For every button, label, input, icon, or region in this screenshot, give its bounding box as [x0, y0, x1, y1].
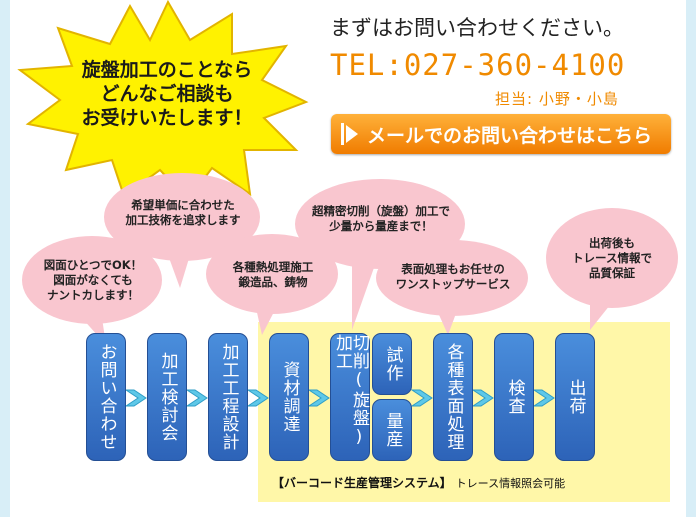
barcode-system-note: トレース情報照会可能: [455, 477, 566, 490]
step-lathe-cutting: 切削(旋盤)加工: [330, 333, 370, 461]
bubble-line: ナントカします！: [47, 288, 139, 302]
bubble-drawings: 図面ひとつでOK！ 図面がなくても ナントカします！: [28, 258, 158, 303]
chevron-right-icon: [532, 389, 555, 407]
bubble-precision-cutting: 超精密切削（旋盤）加工で 少量から量産まで！: [298, 204, 464, 234]
contact-heading: まずはお問い合わせください。: [330, 16, 624, 40]
starburst-line: 旋盤加工のことなら: [81, 59, 253, 81]
phone-number: TEL:027-360-4100: [330, 48, 626, 82]
chevron-right-icon: [307, 389, 330, 407]
bubble-shape: [546, 208, 678, 330]
starburst-line: お受けいたします！: [81, 107, 253, 129]
bubble-surface-treatment: 表面処理もお任せの ワンストップサービス: [378, 262, 528, 292]
mail-inquiry-label: メールでのお問い合わせはこちら: [367, 124, 653, 147]
bubble-line: 表面処理もお任せの: [401, 262, 505, 276]
bubble-line: 図面ひとつでOK！: [43, 258, 143, 272]
step-inspection: 検査: [494, 333, 534, 461]
starburst-badge: [17, 0, 309, 200]
step-prototype: 試作: [372, 333, 412, 395]
step-process-design: 加工工程設計: [208, 333, 248, 461]
starburst-line: どんなご相談も: [100, 83, 234, 105]
bubble-shape: [104, 173, 260, 288]
step-review-meeting: 加工検討会: [147, 333, 187, 461]
bubble-line: 加工技術を追求します: [125, 213, 241, 227]
bubble-shape: [206, 234, 338, 335]
bubble-line: 出荷後も: [589, 236, 635, 250]
bubble-line: 少量から量産まで！: [329, 219, 433, 233]
step-inquiry: お問い合わせ: [86, 333, 126, 461]
barcode-system-title: 【バーコード生産管理システム】: [272, 476, 452, 490]
bubble-line: 図面がなくても: [53, 273, 133, 287]
chevron-right-icon: [410, 389, 433, 407]
chevron-right-icon: [185, 389, 208, 407]
chevron-right-icon: [246, 389, 269, 407]
chevron-right-icon: [124, 389, 147, 407]
bubble-heat-treatment: 各種熱処理施工 鍛造品、鋳物: [210, 260, 336, 290]
bubble-pricing: 希望単価に合わせた 加工技術を追求します: [108, 198, 258, 228]
bubble-quality: 出荷後も トレース情報で 品質保証: [550, 236, 674, 281]
step-mass-production: 量産: [372, 399, 412, 461]
bubble-line: 各種熱処理施工: [232, 260, 314, 274]
bubble-line: トレース情報で: [572, 251, 652, 265]
bubble-line: 品質保証: [589, 266, 635, 280]
step-surface-treatment: 各種表面処理: [433, 333, 473, 461]
contact-staff: 担当: 小野・小島: [495, 90, 619, 108]
bubble-line: ワンストップサービス: [395, 277, 511, 291]
chevron-right-icon: [471, 389, 494, 407]
bubble-shape: [376, 240, 528, 335]
bubble-line: 鍛造品、鋳物: [238, 275, 308, 289]
barcode-system-caption: 【バーコード生産管理システム】トレース情報照会可能: [272, 472, 565, 491]
step-shipment: 出荷: [555, 333, 595, 461]
mail-inquiry-button[interactable]: メールでのお問い合わせはこちら: [331, 114, 671, 154]
step-procurement: 資材調達: [269, 333, 309, 461]
starburst-text: 旋盤加工のことなら どんなご相談も お受けいたします！: [52, 58, 282, 130]
bubble-line: 希望単価に合わせた: [131, 198, 235, 212]
play-arrow-icon: [341, 123, 358, 145]
bubble-line: 超精密切削（旋盤）加工で: [312, 204, 450, 218]
